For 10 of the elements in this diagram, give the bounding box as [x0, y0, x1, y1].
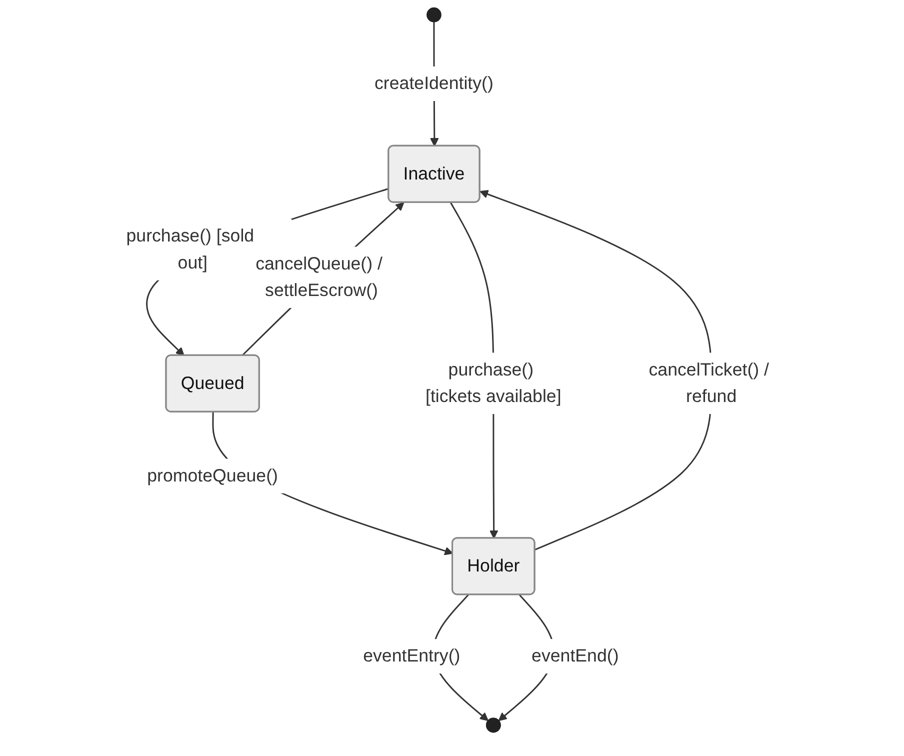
- edge-label: promoteQueue(): [147, 466, 278, 486]
- arrow: [480, 190, 712, 550]
- edge-label: createIdentity(): [374, 73, 494, 94]
- edge-label: eventEntry(): [363, 646, 460, 666]
- node-circle: [426, 7, 442, 22]
- edge-label: purchase() [sold out]: [126, 226, 254, 272]
- edge-label: cancelQueue() / settleEscrow(): [256, 254, 382, 300]
- edge-label: eventEnd(): [532, 646, 619, 666]
- edge-label: cancelTicket() / refund: [648, 360, 769, 406]
- edge-label: purchase() [tickets available]: [426, 360, 562, 406]
